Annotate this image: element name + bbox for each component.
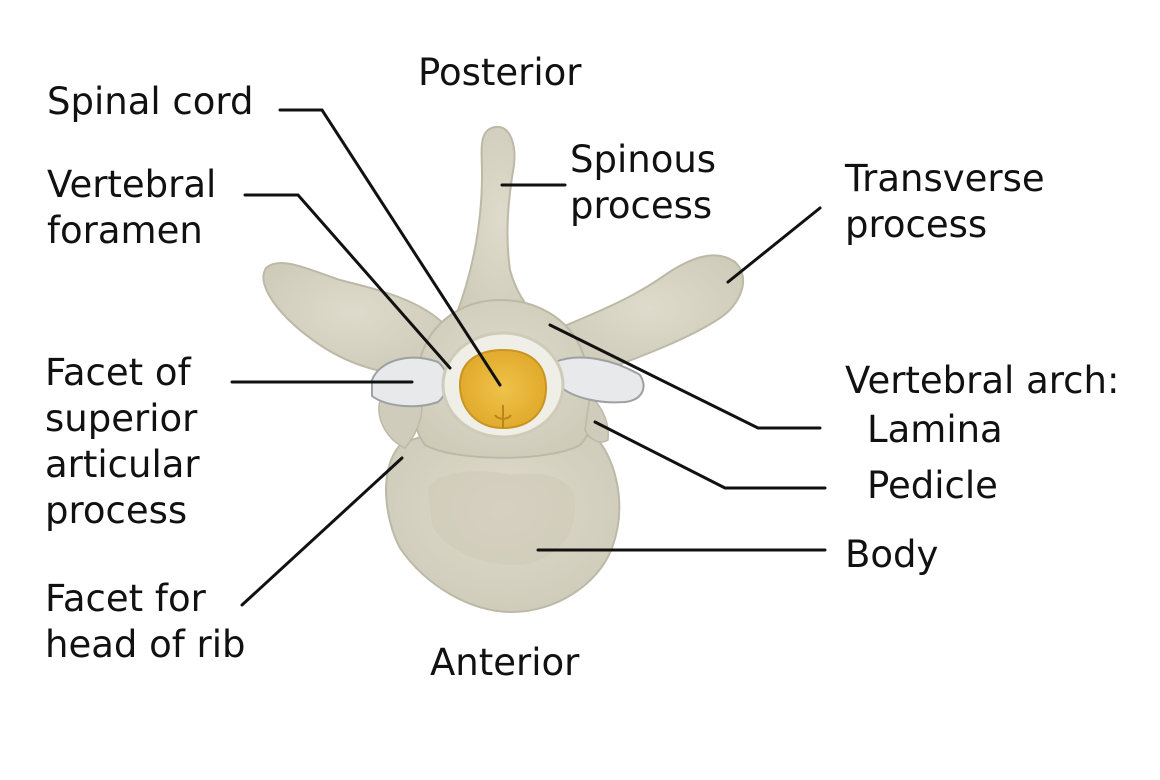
leader-lamina <box>548 323 822 430</box>
label-transverse-process: Transverse process <box>845 157 1045 246</box>
leader-transverse-process <box>726 206 822 284</box>
right-transverse-process-shape <box>553 254 745 374</box>
leader-pedicle <box>593 420 827 490</box>
label-posterior: Posterior <box>418 51 582 94</box>
vertebral-body-texture <box>428 471 576 566</box>
spinous-process-shape <box>453 125 548 332</box>
label-facet-superior-articular: Facet of superior articular process <box>45 351 200 532</box>
label-lamina: Lamina <box>867 408 1003 451</box>
right-superior-facet-shape <box>553 356 645 404</box>
label-anterior: Anterior <box>430 641 580 684</box>
label-pedicle: Pedicle <box>867 464 998 507</box>
label-vertebral-arch: Vertebral arch: <box>845 359 1120 402</box>
leader-spinal-cord <box>278 108 502 387</box>
label-spinal-cord: Spinal cord <box>47 80 254 123</box>
label-facet-head-of-rib: Facet for head of rib <box>45 577 246 666</box>
leader-facet-rib <box>240 456 404 607</box>
left-transverse-process-shape <box>262 261 447 375</box>
right-pedicle-shape <box>584 393 609 443</box>
label-spinous-process: Spinous process <box>570 138 717 227</box>
spinal-cord-shape <box>458 348 548 430</box>
leader-lines <box>230 108 827 607</box>
label-body: Body <box>845 533 939 576</box>
label-vertebral-foramen: Vertebral foramen <box>47 163 217 252</box>
leader-vertebral-foramen <box>243 193 452 370</box>
spinal-cord-midline <box>494 405 512 428</box>
